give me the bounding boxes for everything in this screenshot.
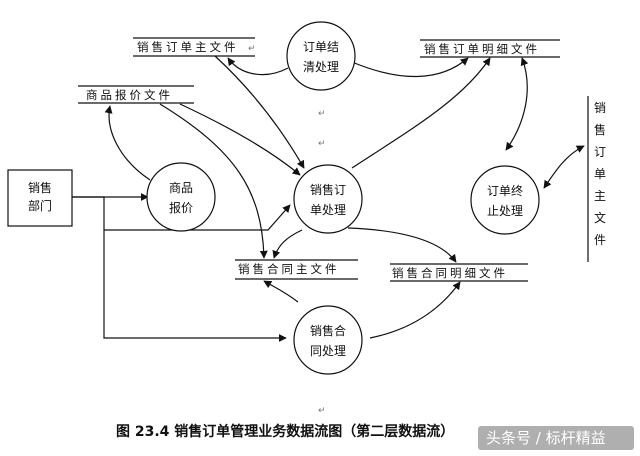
store-label: 销售合同明细文件 (392, 266, 508, 280)
flow-contract-to-contractmaster (263, 280, 299, 303)
flow-settle-to-ordermaster (227, 57, 289, 76)
process-label-line: 订单终 (487, 183, 523, 198)
data-store-order-detail: 销售订单明细文件 (420, 39, 560, 58)
entity-label-line: 部门 (28, 198, 52, 213)
data-store-order-master: 销售订单主文件 ↵ (133, 37, 256, 57)
process-label-line: 销售合 (310, 323, 346, 338)
process-label-line: 清处理 (303, 60, 339, 74)
flow-settle-to-orderdetail (351, 57, 469, 78)
process-order-stop: 订单终 止处理 (470, 165, 540, 235)
process-label-line: 报价 (169, 200, 193, 215)
flow-quotefile-to-contractmaster (159, 103, 268, 259)
process-label-line: 订单结 (303, 40, 339, 54)
store-label: 商品报价文件 (86, 88, 173, 102)
para-mark: ↵ (318, 406, 326, 416)
figure-caption: 图 23.4 销售订单管理业务数据流图（第二层数据流） (116, 423, 454, 440)
store-label: 销售合同主文件 (238, 262, 340, 276)
data-store-contract-master: 销售合同主文件 (235, 259, 358, 280)
para-mark: ↵ (248, 44, 256, 54)
flow-edges (72, 55, 585, 342)
flow-quotefile-to-order (179, 103, 301, 176)
para-mark: ↵ (318, 109, 326, 119)
flow-order-to-orderdetail (351, 57, 491, 169)
flow-contract-to-contractdetail (369, 281, 461, 339)
vstore-char: 单 (594, 167, 606, 181)
watermark: 头条号 / 标杆精益 (478, 426, 634, 450)
data-store-vertical-order-master: 销 售 订 单 主 文 件 (587, 96, 606, 262)
store-label: 销售订单主文件 (137, 40, 239, 54)
vstore-char: 订 (594, 145, 606, 159)
watermark-text: 头条号 / 标杆精益 (486, 429, 606, 447)
flow-order-to-contractdetail (347, 227, 457, 263)
vstore-char: 售 (594, 122, 606, 137)
external-entity-sales-dept: 销售 部门 (7, 169, 73, 227)
flow-ordermaster-to-order (214, 55, 305, 169)
process-label-line: 销售订 (310, 182, 346, 197)
process-order-settle: 订单结 清处理 (286, 21, 356, 91)
para-mark: ↵ (318, 139, 326, 149)
process-label-line: 商品 (169, 180, 193, 195)
flow-stop-vertical (543, 145, 585, 189)
store-label: 销售订单明细文件 (424, 42, 540, 56)
vstore-char: 销 (594, 101, 606, 115)
data-store-contract-detail: 销售合同明细文件 (390, 263, 528, 282)
vstore-char: 主 (594, 189, 606, 203)
process-label-line: 同处理 (310, 344, 346, 358)
process-contract: 销售合 同处理 (293, 305, 363, 375)
flow-quotefile-to-quote (104, 105, 151, 181)
process-label-line: 单处理 (310, 203, 346, 217)
vstore-char: 文 (594, 210, 606, 225)
process-sales-order: 销售订 单处理 (293, 164, 363, 234)
process-label-line: 止处理 (487, 204, 523, 218)
flow-order-to-contractmaster (272, 229, 303, 259)
flow-orderdetail-stop (505, 57, 529, 151)
process-goods-quote: 商品 报价 (146, 162, 216, 232)
vstore-char: 件 (594, 233, 606, 247)
entity-label-line: 销售 (28, 180, 52, 195)
flow-entity-to-contract (103, 230, 287, 342)
data-store-quote-file: 商品报价文件 (78, 85, 194, 104)
